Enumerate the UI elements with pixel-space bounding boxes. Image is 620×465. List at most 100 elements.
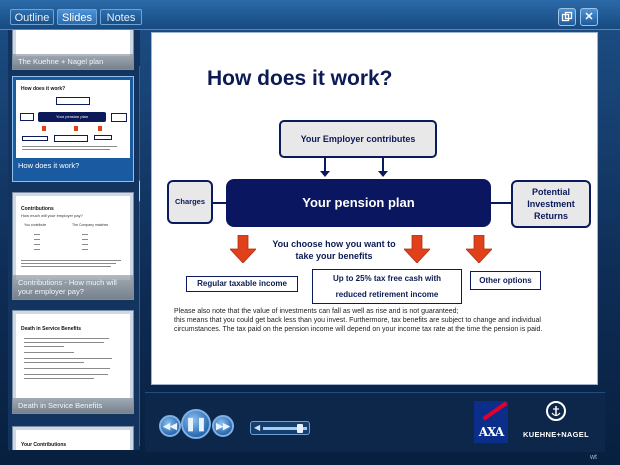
returns-line-1: Potential	[531, 187, 570, 197]
restore-button[interactable]	[558, 8, 576, 26]
playback-controls: ◀◀ ❚❚ ▶▶ ◀ AXA KUEHNE+NAGEL	[145, 392, 605, 452]
thumbnail-col-1: You contribute	[24, 223, 47, 227]
volume-slider[interactable]: ◀	[250, 421, 310, 435]
thumbnail-page	[16, 30, 130, 56]
regular-income-box: Regular taxable income	[186, 276, 298, 292]
thumbnail-text-line	[82, 244, 88, 245]
thumbnail-text-line	[34, 239, 40, 240]
thumbnail-page: Contributions How much will your employe…	[16, 196, 130, 280]
thumbnail-box	[22, 136, 48, 141]
tax-free-line-2: reduced retirement income	[335, 290, 439, 299]
thumbnail-title: Contributions	[21, 206, 54, 212]
thumbnail-text-line	[82, 249, 88, 250]
thumbnail-text-line	[34, 244, 40, 245]
thumbnail-text-line	[24, 374, 108, 375]
thumbnail-caption: Death in Service Benefits	[13, 398, 133, 413]
note-line-1: Please also note that the value of inves…	[174, 308, 459, 315]
thumbnail-box	[111, 113, 127, 122]
thumbnail-caption: The Kuehne + Nagel plan	[13, 54, 133, 69]
pause-button[interactable]: ❚❚	[181, 409, 211, 439]
thumbnail-box	[94, 135, 112, 140]
thumbnail-col-2: The Company matches	[72, 223, 109, 227]
restore-icon	[561, 11, 573, 22]
kuehne-nagel-logo: KUEHNE+NAGEL	[520, 401, 592, 445]
close-button[interactable]: ✕	[580, 8, 598, 26]
investment-returns-box: Potential Investment Returns	[511, 180, 591, 228]
thumbnail-caption: Contributions - How much will your emplo…	[13, 275, 133, 299]
thumbnail-box	[54, 135, 88, 142]
slides-sidebar: The Kuehne + Nagel plan How does it work…	[8, 30, 140, 450]
anchor-icon	[546, 401, 566, 421]
returns-line-2: Investment	[527, 199, 575, 209]
thumbnail-arrow	[98, 126, 102, 131]
pause-icon: ❚❚	[185, 416, 207, 431]
red-arrow-down-icon	[404, 235, 430, 263]
slide-thumbnail-1[interactable]: The Kuehne + Nagel plan	[12, 30, 134, 70]
thumbnail-text-line	[34, 234, 40, 235]
volume-icon: ◀	[254, 423, 261, 432]
axa-logo: AXA	[474, 401, 508, 443]
arrow-left-icon	[491, 202, 511, 204]
thumbnail-text-line	[24, 338, 109, 339]
choose-benefits-text: You choose how you want to take your ben…	[272, 239, 396, 261]
top-bar: Outline Slides Notes ✕	[0, 0, 620, 30]
sidebar-scroll-thumb[interactable]	[139, 180, 140, 202]
thumbnail-caption: How does it work?	[18, 161, 80, 170]
fast-forward-button[interactable]: ▶▶	[212, 415, 234, 437]
arrow-down-icon	[320, 158, 330, 177]
tax-free-line-1: Up to 25% tax free cash with	[332, 274, 442, 283]
arrow-left-icon	[213, 202, 226, 204]
kuehne-nagel-logo-text: KUEHNE+NAGEL	[523, 430, 589, 439]
close-icon: ✕	[584, 11, 594, 23]
thumbnail-text-line	[24, 358, 112, 359]
thumbnail-text-line	[24, 362, 84, 363]
thumbnail-text-line	[82, 239, 88, 240]
pension-plan-box: Your pension plan	[226, 179, 491, 227]
thumbnail-title: How does it work?	[21, 86, 66, 92]
thumbnail-text-line	[24, 352, 74, 353]
thumbnail-text-line	[22, 146, 117, 147]
thumbnail-title: Death in Service Benefits	[21, 326, 82, 332]
thumbnail-text-line	[21, 266, 111, 267]
axa-slash	[482, 401, 508, 421]
note-line-2: this means that you could get back less …	[174, 317, 543, 333]
axa-logo-text: AXA	[478, 425, 505, 439]
tab-slides[interactable]: Slides	[57, 9, 97, 25]
rewind-button[interactable]: ◀◀	[159, 415, 181, 437]
tax-free-cash-box: Up to 25% tax free cash with reduced ret…	[312, 269, 462, 304]
arrow-down-icon	[378, 158, 388, 177]
thumbnail-subtitle: How much will your employer pay?	[21, 213, 83, 218]
thumbnail-page: Death in Service Benefits	[16, 314, 130, 398]
red-arrow-down-icon	[466, 235, 492, 263]
other-options-box: Other options	[470, 271, 541, 290]
thumbnail-text-line	[24, 342, 104, 343]
thumbnail-page: How does it work? Your pension plan	[16, 80, 130, 158]
thumbnail-text-line	[24, 346, 64, 347]
thumbnail-page: Your Contributions	[16, 430, 130, 450]
volume-track	[263, 427, 307, 430]
sidebar-scrollbar[interactable]	[139, 66, 140, 446]
tab-notes[interactable]: Notes	[100, 9, 142, 25]
thumbnail-arrow	[42, 126, 46, 131]
disclaimer-note: Please also note that the value of inves…	[174, 307, 574, 334]
watermark: wt	[590, 454, 597, 461]
thumbnail-box	[56, 97, 90, 105]
employer-contributes-box: Your Employer contributes	[279, 120, 437, 158]
thumbnail-arrow	[74, 126, 78, 131]
volume-knob[interactable]	[297, 424, 304, 433]
slide-thumbnail-5[interactable]: Your Contributions	[12, 426, 134, 450]
tab-outline[interactable]: Outline	[10, 9, 54, 25]
slide-canvas: How does it work? Your Employer contribu…	[151, 32, 598, 385]
slide-thumbnail-3[interactable]: Contributions How much will your employe…	[12, 192, 134, 300]
slide-thumbnail-4[interactable]: Death in Service Benefits Death in Servi…	[12, 310, 134, 414]
fast-forward-icon: ▶▶	[216, 421, 230, 431]
slide-thumbnail-2[interactable]: How does it work? Your pension plan How …	[12, 76, 134, 182]
charges-box: Charges	[167, 180, 213, 224]
returns-line-3: Returns	[533, 211, 568, 221]
thumbnail-text-line	[82, 234, 88, 235]
thumbnail-text-line	[34, 249, 40, 250]
thumbnail-title: Your Contributions	[21, 442, 67, 448]
thumbnail-text-line	[21, 260, 121, 261]
red-arrow-down-icon	[230, 235, 256, 263]
